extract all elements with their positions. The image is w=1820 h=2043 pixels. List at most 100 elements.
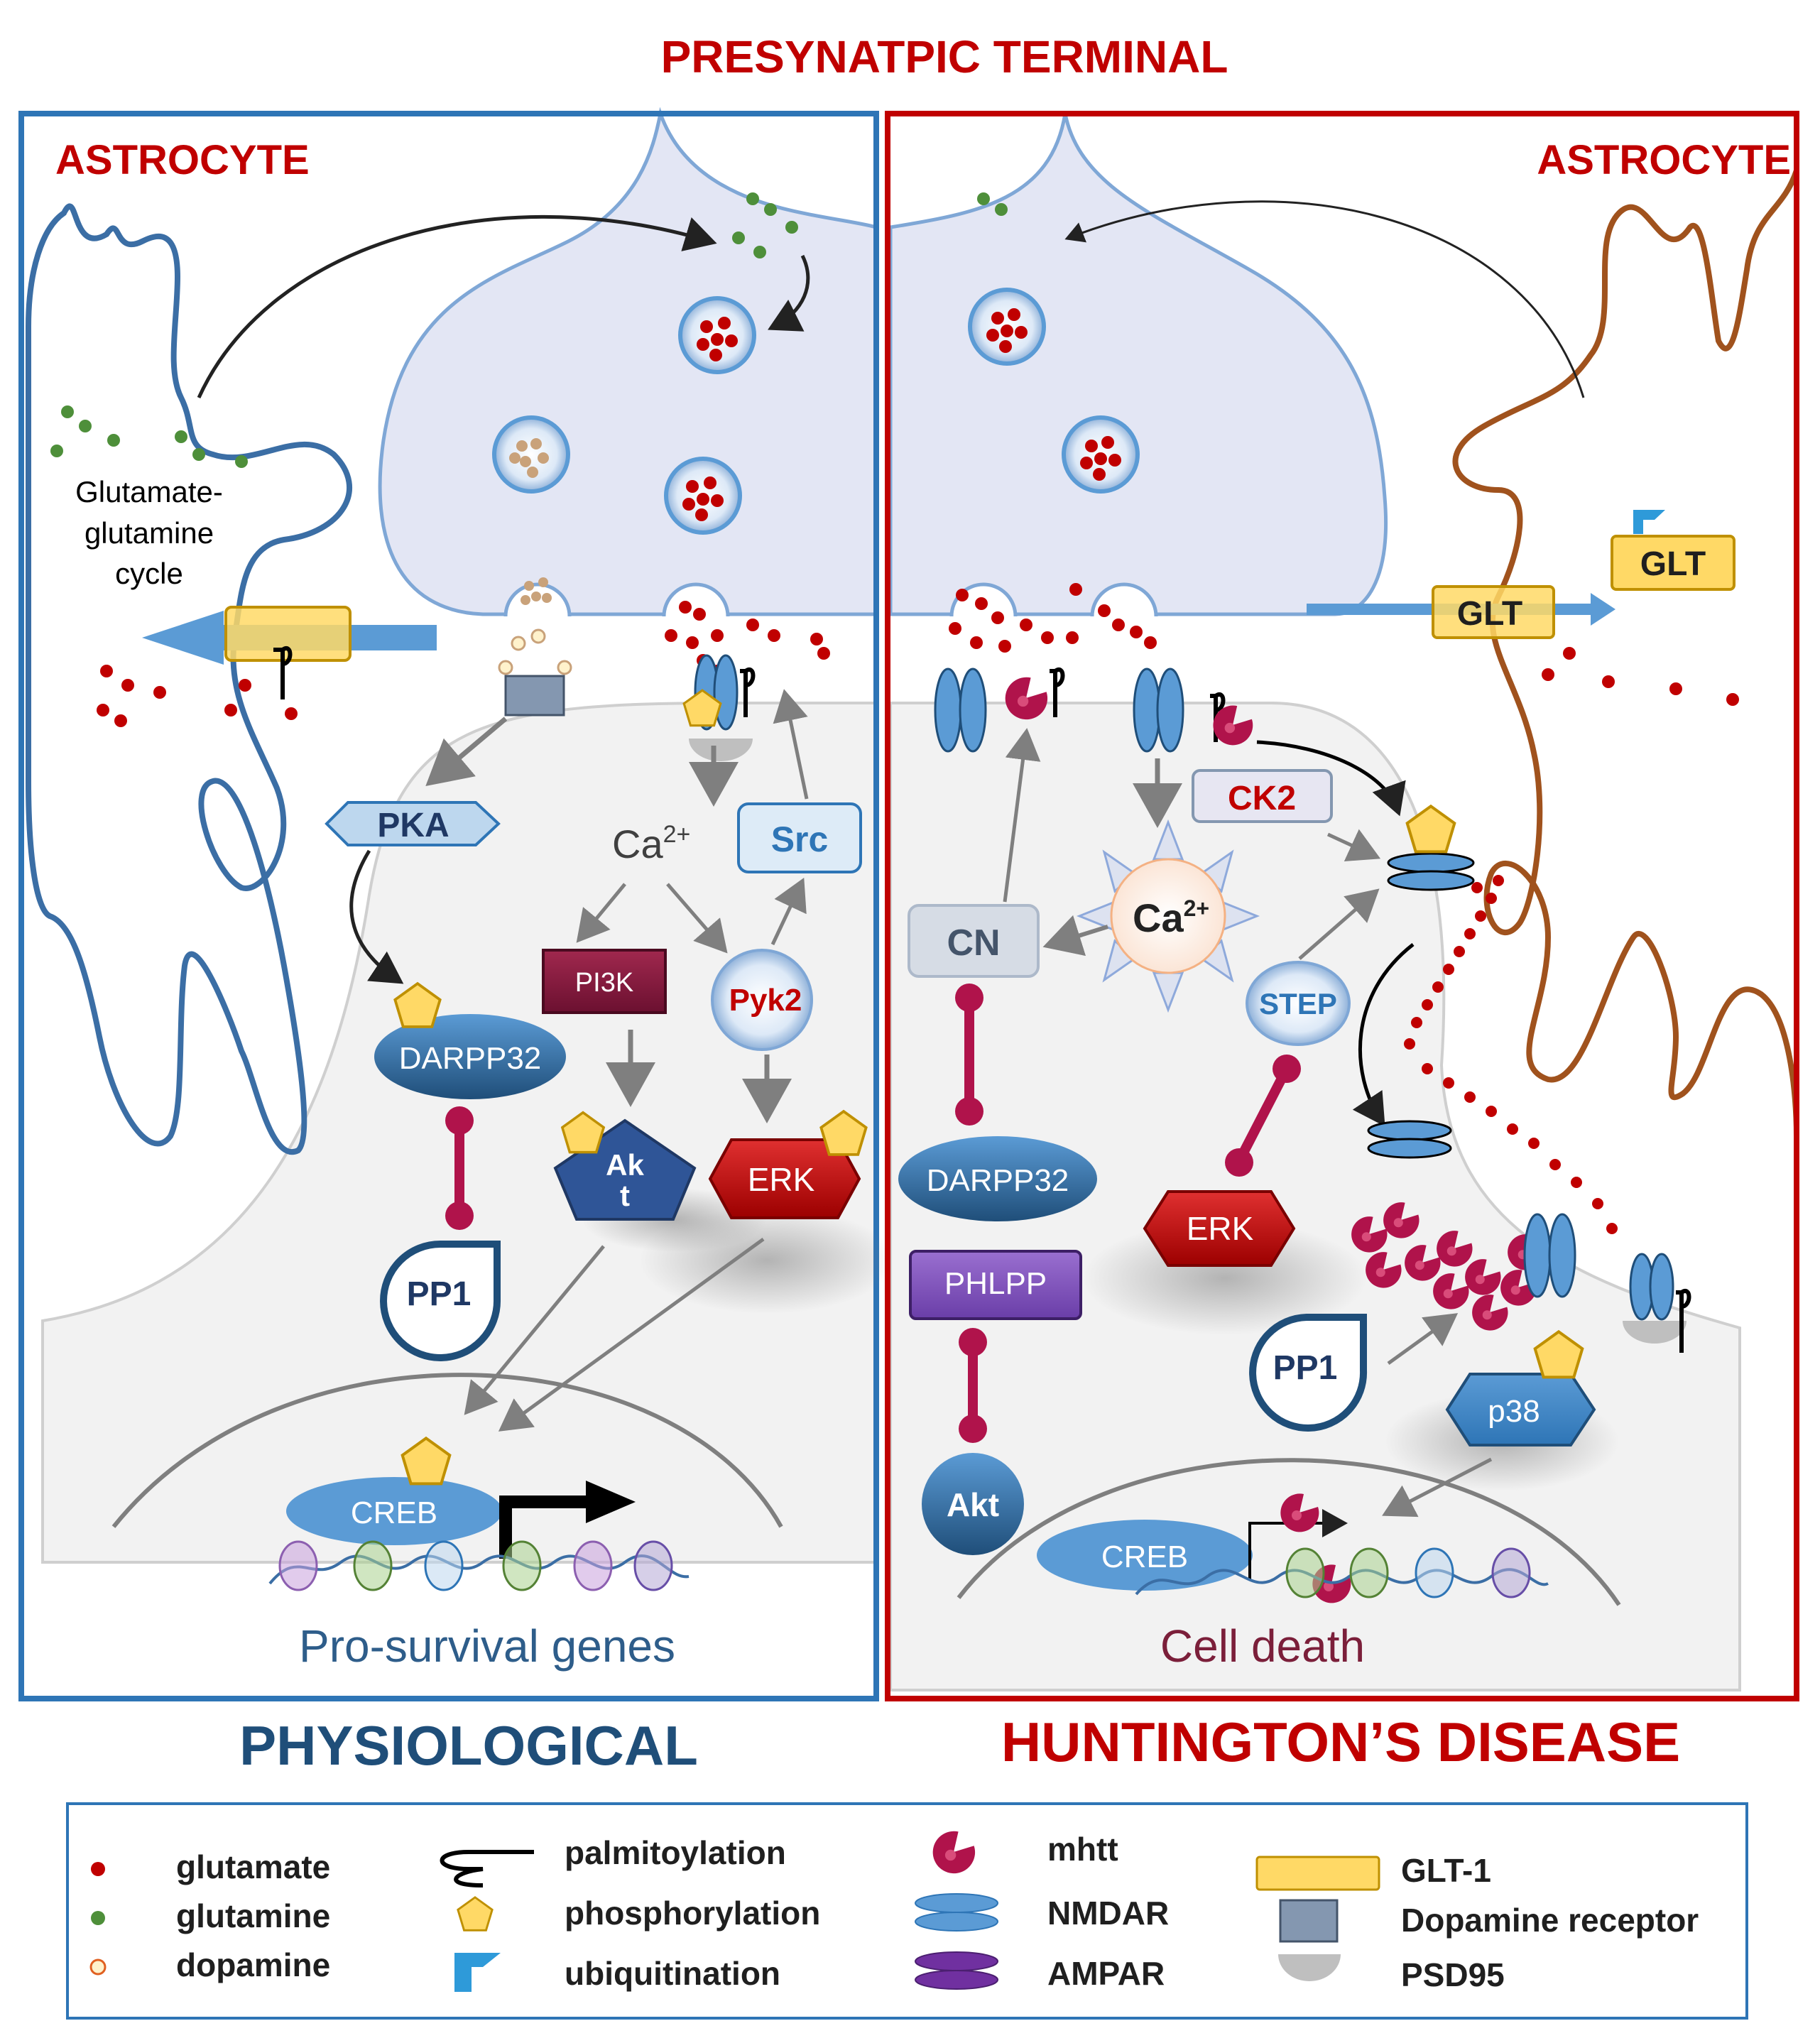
glutamate-dots-physio [97, 601, 830, 727]
creb-label-physio: CREB [351, 1496, 437, 1530]
vesicle-glutamate-2 [664, 457, 742, 535]
calcium-charge-hd: 2+ [1184, 895, 1209, 921]
dna-physio [268, 1554, 690, 1585]
phlpp-node [909, 1250, 1082, 1320]
p38-to-creb-arrow [1382, 1457, 1493, 1518]
section-title-hd: HUNTINGTON’S DISEASE [1001, 1711, 1680, 1773]
inhibit-cap-top [445, 1106, 474, 1135]
step-label: STEP [1259, 987, 1337, 1020]
vesicle-glutamate-1 [678, 296, 756, 374]
akt-label-line2: t [620, 1179, 630, 1212]
calcium-sun-hd [1076, 819, 1260, 1013]
legend-ubiquitination: ubiquitination [565, 1955, 780, 1992]
nucleosomes-hd [1285, 1547, 1531, 1598]
pp1-physio [380, 1241, 501, 1361]
receptor-to-pka-arrow [425, 717, 508, 787]
glutamine-return-arrow-hd [1064, 200, 1585, 398]
legend-glutamine-icon [91, 1911, 105, 1925]
glutamine-dots-physio [50, 192, 798, 468]
calcium-label-physio: Ca [612, 822, 663, 866]
transcription-arrow-physio [499, 1496, 589, 1559]
palmitoylation-hd-3 [1676, 1288, 1691, 1353]
creb-hd [1037, 1520, 1253, 1591]
nucleus-hd [957, 1458, 1621, 1606]
nmdar-lateral-diffusion-arrow [1352, 943, 1415, 1127]
creb-physio [286, 1477, 502, 1545]
pka-node [325, 801, 501, 846]
cycle-label-3: cycle [115, 557, 183, 590]
mhtt-to-extrasynaptic-arrow [1256, 740, 1406, 817]
legend-nmdar: NMDAR [1047, 1895, 1169, 1932]
cycle-label-2: glutamine [85, 516, 214, 550]
presynaptic-terminal [378, 107, 878, 616]
outcome-hd: Cell death [1160, 1620, 1365, 1672]
mhtt-nmdar-1 [1005, 677, 1048, 720]
src-to-nmdar-arrow [773, 689, 809, 800]
nmdar-hd-4 [1629, 1253, 1674, 1321]
step-inhibit-cap-bottom [1225, 1148, 1253, 1177]
vesicle-dopamine-1 [492, 415, 570, 494]
legend-psd95: PSD95 [1401, 1956, 1505, 1993]
step-inhibits-erk [1234, 1066, 1292, 1164]
cn-inhibit-cap-top [955, 984, 983, 1012]
akt-label-line1: Ak [606, 1148, 644, 1182]
cn-node [908, 904, 1040, 978]
nmdar-hd-3 [1523, 1213, 1576, 1298]
legend-ubiquitination-icon [454, 1953, 501, 1992]
step-inhibit-cap-top [1273, 1055, 1301, 1083]
darpp32-label-hd: DARPP32 [927, 1163, 1069, 1198]
legend-glutamate-icon [91, 1862, 105, 1876]
released-dopamine [521, 577, 552, 605]
ca-to-cn-arrow [1042, 915, 1108, 957]
erk-label-hd: ERK [1187, 1210, 1254, 1247]
vesicle-hd-1 [968, 288, 1046, 366]
cn-to-nmdar-arrow [1003, 728, 1041, 903]
vesicle-hd-2 [1062, 415, 1140, 494]
darpp32-physio [374, 1014, 566, 1099]
pyk2-node [711, 949, 813, 1051]
darpp32-hd [898, 1136, 1097, 1221]
ck2-to-nmdar-arrow [1326, 829, 1381, 862]
cn-label: CN [947, 922, 1000, 964]
akt-hd [922, 1453, 1024, 1555]
glutamine-dots-hd [977, 192, 1008, 216]
darpp32-label-physio: DARPP32 [399, 1041, 542, 1076]
legend-glutamine: glutamine [176, 1897, 330, 1934]
pp1-label-physio: PP1 [407, 1275, 472, 1313]
legend-dopamine-receptor-icon [1279, 1899, 1339, 1943]
calcium-box-physio [589, 807, 712, 875]
erk-shadow-hd [1083, 1221, 1367, 1335]
astrocyte-label-hd: ASTROCYTE [1537, 137, 1791, 183]
dna-hd [1135, 1568, 1549, 1596]
legend-psd95-icon [1278, 1954, 1341, 1981]
pi3k-label: PI3K [575, 968, 633, 998]
calcium-hd: Ca2+ [1133, 895, 1209, 940]
inhibit-cap-bottom [445, 1202, 474, 1230]
legend-glutamate: glutamate [176, 1848, 330, 1885]
legend-glt1-icon [1255, 1856, 1380, 1891]
dopamine-dots [498, 628, 572, 675]
pka-label: PKA [377, 807, 449, 844]
glt-internalized-label: GLT [1640, 545, 1706, 583]
diagram-title: PRESYNATPIC TERMINAL [661, 31, 1228, 82]
presynaptic-terminal-hd [888, 113, 1388, 616]
legend-mhtt: mhtt [1047, 1831, 1118, 1868]
cycle-label-1: Glutamate- [75, 475, 223, 508]
pi3k-node [542, 949, 667, 1014]
legend-dopamine-icon [89, 1958, 107, 1976]
vesicle-reload-arrow [768, 254, 810, 332]
glutamate-dots-hd [949, 583, 1739, 1234]
physiological-frame [18, 111, 879, 1701]
palmitoylation-hd-1 [1050, 667, 1065, 717]
glt-membrane-hd [1432, 585, 1555, 639]
legend-palmitoylation: palmitoylation [565, 1834, 786, 1871]
calcium-label-hd: Ca [1133, 895, 1184, 940]
nucleosomes-physio [278, 1540, 673, 1591]
ubiquitin-tag [1633, 510, 1665, 534]
pp1-hd [1249, 1314, 1368, 1432]
legend-box [66, 1802, 1748, 2020]
nmdar-extrasynaptic-1 [1387, 852, 1475, 891]
nucleus-physio [111, 1373, 783, 1528]
legend-dopamine-receptor: Dopamine receptor [1401, 1902, 1699, 1939]
